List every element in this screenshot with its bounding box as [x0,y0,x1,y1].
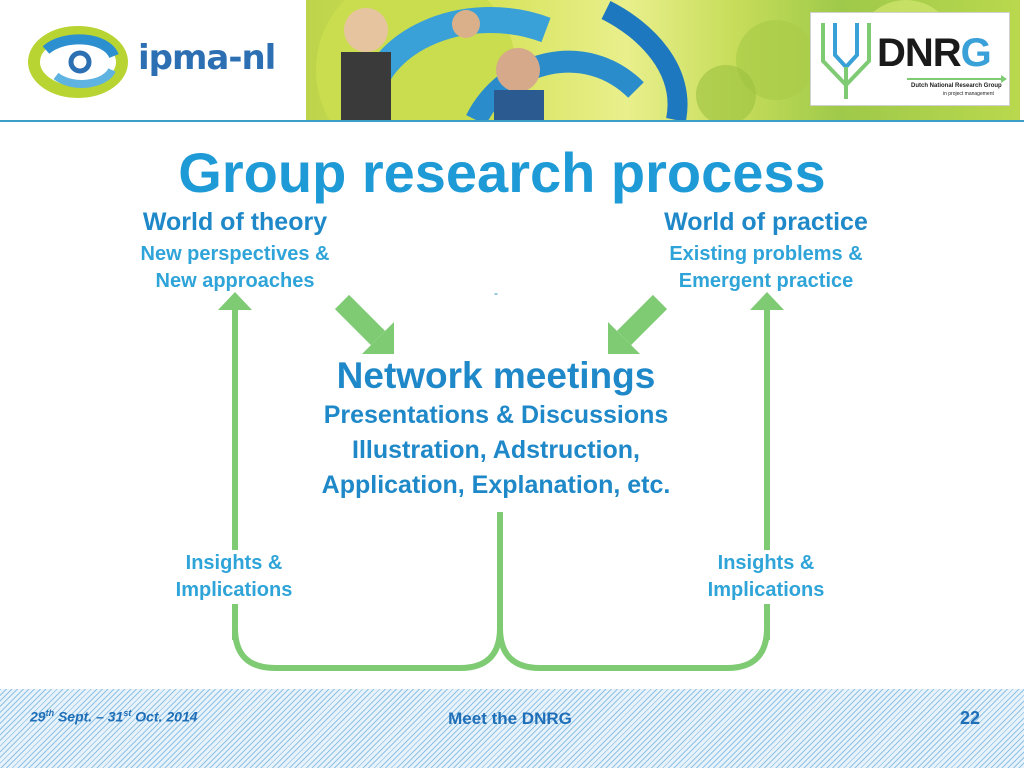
ipma-swirl-icon [28,26,128,98]
footer-title: Meet the DNRG [448,709,572,728]
slide-title: Group research process [178,141,826,204]
theory-to-meetings-arrow [334,294,394,354]
theory-heading: World of theory [142,208,328,236]
theory-line-2: New approaches [155,270,315,292]
insights-right-line-1: Insights & [717,552,815,574]
meetings-line-3: Application, Explanation, etc. [321,471,671,499]
left-up-arrowhead [218,292,252,310]
right-up-arrowhead [750,292,784,310]
practice-heading: World of practice [664,208,868,236]
theory-line-1: New perspectives & [140,243,330,265]
insights-right: Insights & Implications [666,550,866,604]
dnrg-subtitle: Dutch National Research Group [911,83,1002,89]
meetings-line-2: Illustration, Adstruction, [352,436,640,464]
insights-left: Insights & Implications [134,550,334,604]
bottom-loop-line [232,512,770,671]
stray-dash: - [494,286,498,300]
page-number: 22 [959,708,980,728]
dnrg-subtitle-2: in project management [943,91,994,97]
practice-line-2: Emergent practice [678,270,854,292]
ipma-logo [28,26,128,98]
practice-line-1: Existing problems & [669,243,863,265]
practice-description: Existing problems & Emergent practice [636,241,896,295]
meetings-line-1: Presentations & Discussions [323,401,669,429]
network-meetings-description: Presentations & Discussions Illustration… [246,398,746,503]
dnrg-logo-text: DNRG [877,31,992,75]
insights-left-line-1: Insights & [185,552,283,574]
dnrg-underline-arrow-icon [907,75,1007,83]
theory-description: New perspectives & New approaches [105,241,365,295]
practice-to-meetings-arrow [608,294,668,354]
slide-header: ipma-nl DNRG Dutch National Rese [0,0,1024,122]
ipma-logo-text: ipma-nl [138,38,276,78]
dnrg-logo: DNRG Dutch National Research Group in pr… [810,12,1010,106]
footer-date: 29th Sept. – 31st Oct. 2014 [30,708,198,725]
insights-right-line-2: Implications [707,579,825,601]
dnrg-arrow-icon [821,23,871,99]
slide-footer: 29th Sept. – 31st Oct. 2014 Meet the DNR… [0,689,1024,768]
insights-left-line-2: Implications [175,579,293,601]
network-meetings-heading: Network meetings [336,355,656,396]
